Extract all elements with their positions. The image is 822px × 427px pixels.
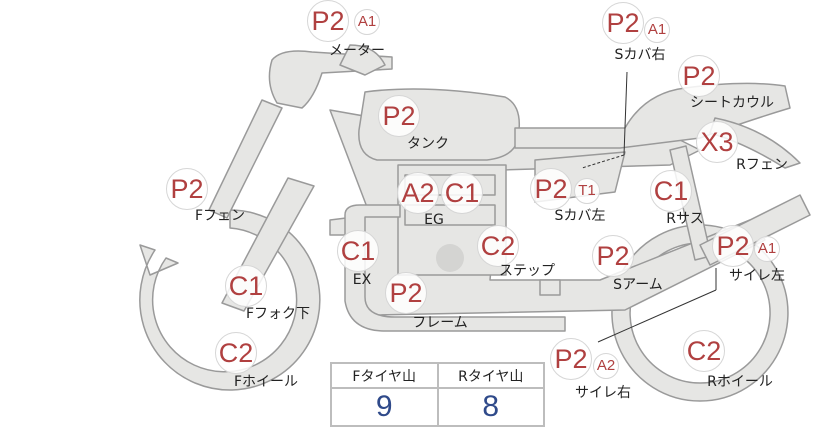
seat-cowl-grade: P2 bbox=[678, 55, 720, 97]
front-fork-lower-label: Fフォク下 bbox=[245, 306, 311, 322]
muffler-right-sub-grade: A2 bbox=[593, 353, 619, 379]
side-cover-right-sub-grade: A1 bbox=[644, 17, 670, 43]
front-tire-value: 9 bbox=[330, 387, 439, 427]
rear-fender-grade: X3 bbox=[696, 121, 738, 163]
step-grade: C2 bbox=[477, 225, 519, 267]
rear-suspension-grade: C1 bbox=[650, 170, 692, 212]
rear-wheel-grade: C2 bbox=[683, 330, 725, 372]
rear-suspension-label: Rサス bbox=[666, 211, 704, 227]
muffler-left-label: サイレ左 bbox=[729, 268, 785, 284]
meter-sub-grade: A1 bbox=[354, 9, 380, 35]
front-tire-label: Fタイヤ山 bbox=[330, 362, 439, 389]
front-wheel-label: Fホイール bbox=[233, 374, 299, 390]
front-fender-grade: P2 bbox=[166, 168, 208, 210]
front-wheel-shape bbox=[139, 209, 321, 391]
rear-fender-label: Rフェン bbox=[736, 157, 788, 173]
seat-cowl-label: シートカウル bbox=[690, 95, 774, 111]
engine-grade-2: C1 bbox=[441, 172, 483, 214]
side-cover-right-label: Sカバ右 bbox=[614, 47, 666, 63]
tank-label: タンク bbox=[407, 136, 449, 152]
exhaust-label: EX bbox=[352, 272, 372, 288]
side-cover-left-grade: P2 bbox=[530, 168, 572, 210]
step-label: ステップ bbox=[499, 263, 555, 279]
meter-label: メーター bbox=[329, 43, 385, 59]
exhaust-shape bbox=[344, 204, 566, 332]
meter-grade: P2 bbox=[307, 0, 349, 42]
front-fender-label: Fフェン bbox=[194, 208, 246, 224]
engine-grade: A2 bbox=[397, 172, 439, 214]
rear-tire-value: 8 bbox=[436, 387, 545, 427]
side-cover-left-label: Sカバ左 bbox=[554, 208, 606, 224]
rear-tire-label: Rタイヤ山 bbox=[436, 362, 545, 389]
exhaust-grade: C1 bbox=[337, 230, 379, 272]
muffler-left-grade: P2 bbox=[712, 225, 754, 267]
rear-wheel-label: Rホイール bbox=[707, 374, 773, 390]
frame-grade: P2 bbox=[385, 272, 427, 314]
front-fork-lower-grade: C1 bbox=[225, 265, 267, 307]
front-wheel-grade: C2 bbox=[215, 332, 257, 374]
side-cover-left-sub-grade: T1 bbox=[574, 178, 600, 204]
muffler-right-grade: P2 bbox=[550, 338, 592, 380]
engine-label: EG bbox=[424, 212, 444, 228]
frame-label: フレーム bbox=[412, 315, 468, 331]
muffler-right-label: サイレ右 bbox=[575, 385, 631, 401]
tank-grade: P2 bbox=[378, 95, 420, 137]
swing-arm-grade: P2 bbox=[592, 235, 634, 277]
tire-tread-table: Fタイヤ山 Rタイヤ山 9 8 bbox=[330, 362, 545, 427]
muffler-left-sub-grade: A1 bbox=[754, 236, 780, 262]
swing-arm-label: Sアーム bbox=[613, 277, 663, 293]
side-cover-right-grade: P2 bbox=[602, 2, 644, 44]
